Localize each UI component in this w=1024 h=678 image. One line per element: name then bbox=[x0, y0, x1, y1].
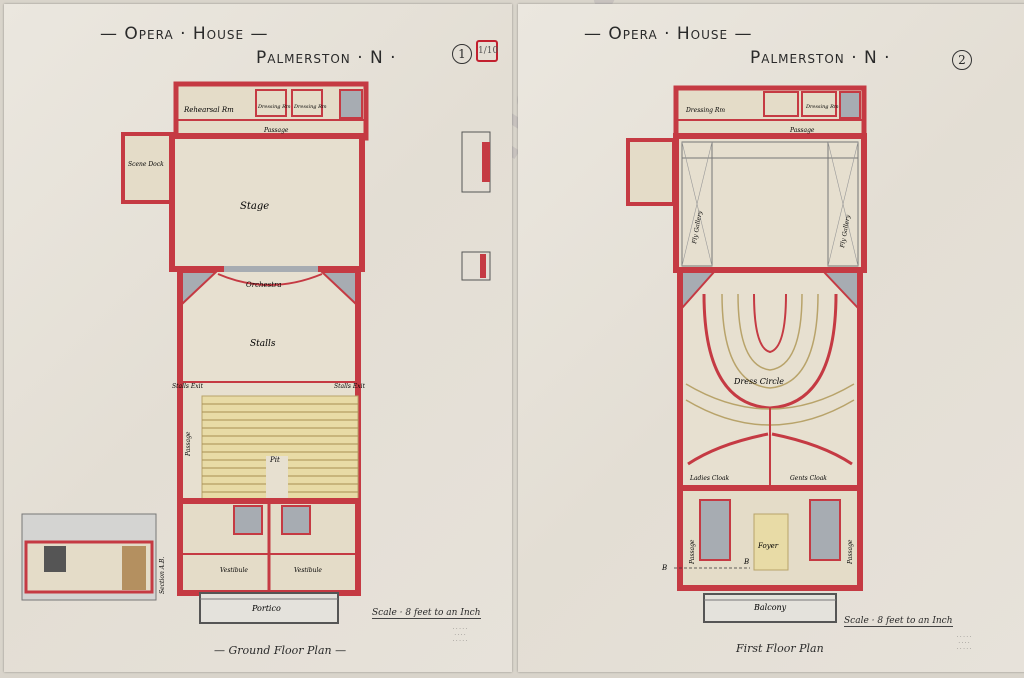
sheet2-scale: Scale · 8 feet to an Inch bbox=[844, 616, 953, 627]
label-gents-cloak: Gents Cloak bbox=[790, 475, 827, 482]
sheet1-scale: Scale · 8 feet to an Inch bbox=[372, 608, 481, 619]
label2-dressing-a: Dressing Rm bbox=[685, 107, 725, 114]
sheet1-stamp: 1/10 bbox=[476, 40, 498, 62]
label-fly-left: Fly Gallery bbox=[691, 210, 704, 246]
label-passage-left: Passage bbox=[689, 539, 696, 565]
mark-b2: B bbox=[743, 558, 749, 566]
first-floor-sheet: — Opera · House — Palmerston · N · 2 bbox=[518, 4, 1024, 672]
label-vestibule-left: Vestibule bbox=[220, 567, 248, 574]
label2-passage-top: Passage bbox=[789, 127, 815, 134]
label2-dressing-b: Dressing Rm bbox=[805, 104, 839, 110]
label-stalls: Stalls bbox=[250, 339, 276, 349]
first-floor-labels: Dressing Rm Dressing Rm Passage Fly Gall… bbox=[661, 104, 854, 612]
label-passage-right: Passage bbox=[847, 539, 854, 565]
sheet2-location: Palmerston · N · bbox=[750, 48, 891, 68]
ground-floor-plan bbox=[21, 81, 491, 624]
label-vestibule-right: Vestibule bbox=[294, 567, 322, 574]
label-pit: Pit bbox=[269, 456, 280, 464]
label-fly-right: Fly Gallery bbox=[839, 214, 852, 250]
label-orchestra: Orchestra bbox=[246, 281, 282, 289]
sheet1-number: 1 bbox=[452, 44, 472, 64]
sheet1-title: — Opera · House — bbox=[100, 24, 269, 44]
label-stalls-exit-right: Stalls Exit bbox=[334, 383, 366, 390]
label-passage-side: Passage bbox=[185, 431, 192, 457]
label-stage: Stage bbox=[240, 201, 269, 212]
label-rehearsal: Rehearsal Rm bbox=[183, 106, 234, 114]
sheet2-maker-note: · · · · ·· · · ·· · · · · bbox=[956, 634, 972, 652]
sheet2-title: — Opera · House — bbox=[584, 24, 753, 44]
sheet1-caption: — Ground Floor Plan — bbox=[214, 644, 347, 657]
label-dressing-a: Dressing Rm bbox=[257, 104, 291, 110]
label-scene-dock: Scene Dock bbox=[128, 161, 164, 168]
mark-b1: B bbox=[661, 564, 667, 572]
sheet1-location: Palmerston · N · bbox=[256, 48, 397, 68]
label-portico: Portico bbox=[251, 604, 281, 613]
sheet2-number: 2 bbox=[952, 50, 972, 70]
first-floor-plan bbox=[626, 85, 867, 623]
sheet2-caption: First Floor Plan bbox=[736, 642, 824, 655]
label-stalls-exit-left: Stalls Exit bbox=[172, 383, 204, 390]
ground-floor-labels: Rehearsal Rm Dressing Rm Dressing Rm Pas… bbox=[128, 104, 366, 613]
label-section-ab: Section A.B. bbox=[159, 557, 166, 594]
label-ladies-cloak: Ladies Cloak bbox=[689, 475, 730, 482]
label-foyer: Foyer bbox=[757, 542, 779, 550]
label-dressing-b: Dressing Rm bbox=[293, 104, 327, 110]
label-balcony: Balcony bbox=[753, 603, 787, 612]
ground-floor-sheet: — Opera · House — Palmerston · N · 1 1/1… bbox=[4, 4, 512, 672]
sheet1-maker-note: · · · · ·· · · ·· · · · · bbox=[452, 626, 468, 644]
label-passage-top: Passage bbox=[263, 127, 289, 134]
label-dress-circle: Dress Circle bbox=[733, 377, 784, 386]
